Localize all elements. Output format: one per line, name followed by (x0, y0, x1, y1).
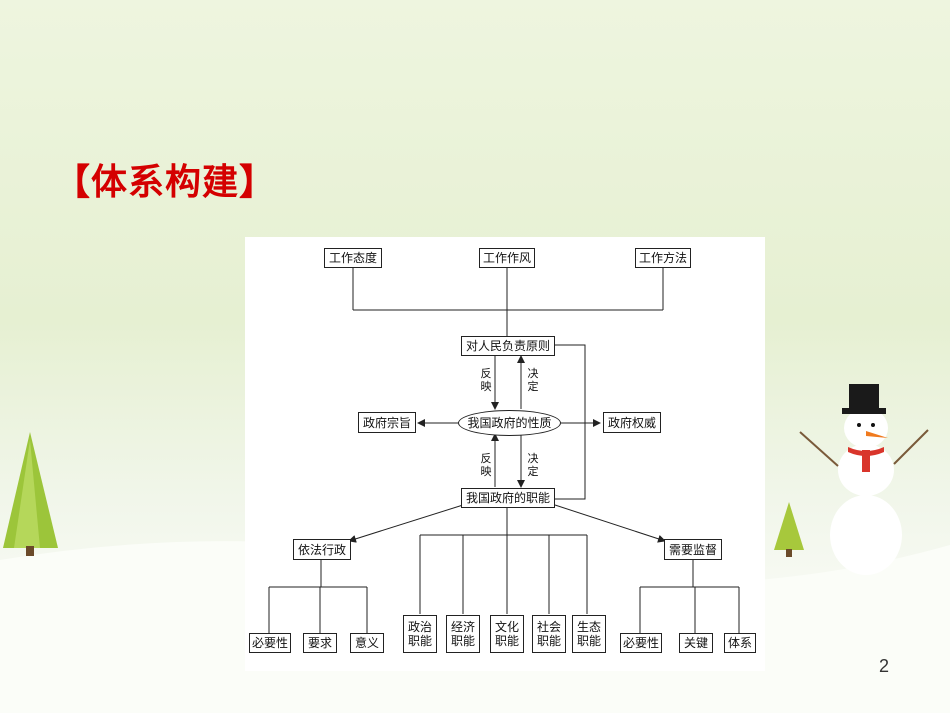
node-social-function: 社会 职能 (532, 615, 566, 653)
label-reflect-lower: 反映 (480, 452, 492, 478)
node-ecological-function: 生态 职能 (572, 615, 606, 653)
node-political-function: 政治 职能 (403, 615, 437, 653)
node-government-authority: 政府权威 (603, 412, 661, 433)
node-cultural-function: 文化 职能 (490, 615, 524, 653)
label-decide-lower: 决定 (527, 452, 539, 478)
node-law-administration: 依法行政 (293, 539, 351, 560)
arrow-to-law (348, 504, 464, 543)
node-economic-function: 经济 职能 (446, 615, 480, 653)
node-government-purpose: 政府宗旨 (358, 412, 416, 433)
concept-map-connectors (268, 268, 740, 633)
node-law-significance: 意义 (350, 633, 384, 653)
node-law-requirement: 要求 (303, 633, 337, 653)
node-supervision-key: 关键 (679, 633, 713, 653)
snowman-icon (799, 384, 929, 575)
pine-tree-right-icon (774, 502, 804, 557)
page-number: 2 (879, 656, 890, 676)
node-work-method: 工作方法 (635, 248, 691, 268)
label-reflect-upper: 反映 (480, 367, 492, 393)
concept-map: 工作态度 工作作风 工作方法 对人民负责原则 反映 决定 我国政府的性质 政府宗… (245, 237, 765, 671)
node-law-necessity: 必要性 (249, 633, 291, 653)
node-work-attitude: 工作态度 (324, 248, 382, 268)
pine-tree-left-icon (3, 432, 58, 556)
arrow-to-supervision (554, 504, 666, 543)
label-decide-upper: 决定 (527, 367, 539, 393)
connector-principle-functions (555, 344, 586, 500)
node-government-nature: 我国政府的性质 (458, 410, 561, 436)
node-principle: 对人民负责原则 (461, 336, 555, 356)
node-work-style: 工作作风 (479, 248, 535, 268)
node-government-functions: 我国政府的职能 (461, 488, 555, 508)
slide-title: 【体系构建】 (54, 162, 277, 203)
node-need-supervision: 需要监督 (664, 539, 722, 560)
node-supervision-necessity: 必要性 (620, 633, 662, 653)
node-supervision-system: 体系 (724, 633, 756, 653)
